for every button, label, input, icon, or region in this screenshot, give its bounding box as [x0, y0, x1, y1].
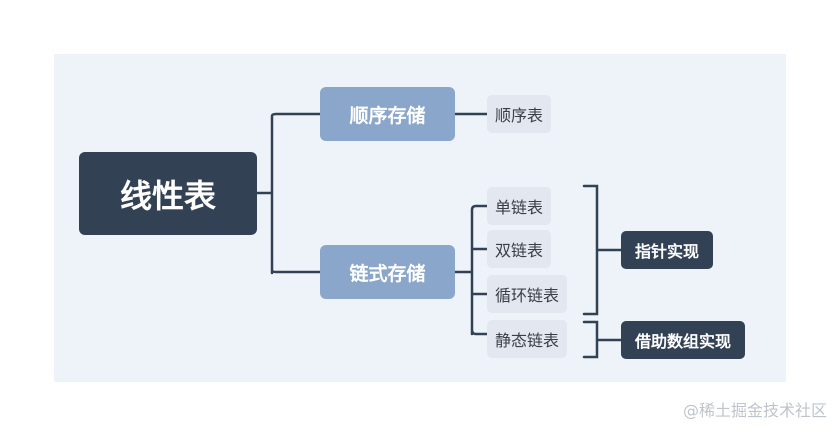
root-node: 线性表 [79, 152, 257, 235]
bracket-array [582, 320, 623, 359]
leaf-doubly-linked-list: 双链表 [487, 230, 552, 268]
branch-linked-storage: 链式存储 [320, 245, 455, 299]
bracket-pointer [582, 184, 623, 316]
watermark: @稀土掘金技术社区 [682, 401, 827, 420]
leaf-static-linked-list: 静态链表 [487, 320, 568, 358]
branch-sequential-storage: 顺序存储 [320, 87, 455, 141]
connector-root [255, 112, 322, 275]
leaf-sequential-list: 顺序表 [487, 95, 552, 133]
connector-linked [453, 204, 489, 336]
leaf-singly-linked-list: 单链表 [487, 187, 552, 225]
group-array-implementation: 借助数组实现 [621, 321, 746, 359]
group-pointer-implementation: 指针实现 [621, 231, 714, 269]
leaf-circular-linked-list: 循环链表 [487, 275, 568, 313]
